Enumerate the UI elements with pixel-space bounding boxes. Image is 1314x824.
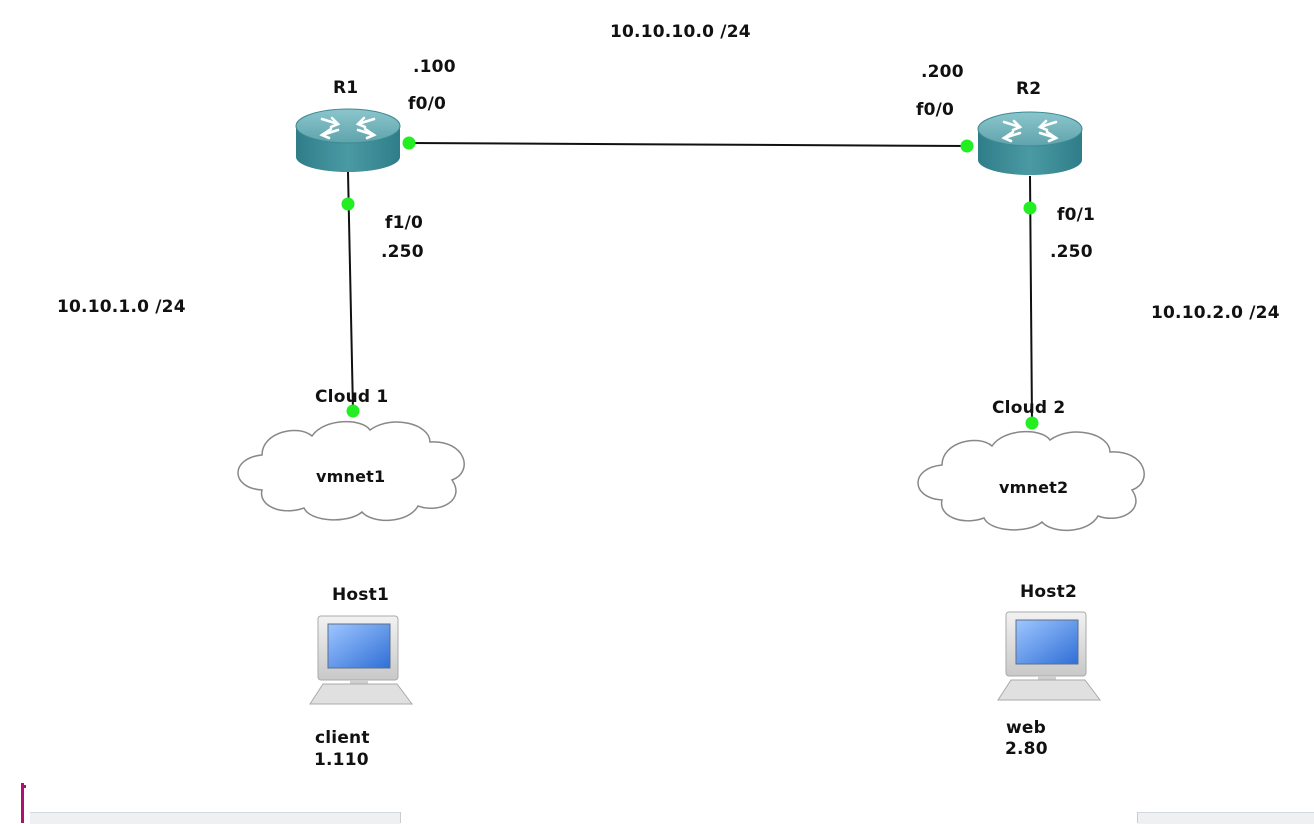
r1-bottom-iface: f1/0	[385, 213, 424, 233]
port-cloud2[interactable]	[1025, 416, 1039, 430]
cloud1-label: vmnet1	[316, 467, 386, 486]
r1-bottom-ip: .250	[381, 242, 424, 262]
right-network-label: 10.10.2.0 /24	[1151, 303, 1280, 323]
r1-top-iface: f0/0	[408, 94, 447, 114]
port-cloud1[interactable]	[346, 404, 360, 418]
port-r1-f0-0[interactable]	[402, 136, 416, 150]
host1-role: client	[315, 728, 370, 748]
link-r2-cloud2[interactable]	[1029, 175, 1033, 423]
router-arrows-icon	[319, 116, 377, 140]
link-r1-cloud1[interactable]	[347, 171, 354, 412]
host1-ip: 1.110	[314, 750, 369, 770]
left-network-label: 10.10.1.0 /24	[57, 297, 186, 317]
cloud2-name[interactable]: Cloud 2	[992, 398, 1066, 418]
r2-bottom-ip: .250	[1050, 242, 1093, 262]
r2-bottom-iface: f0/1	[1057, 205, 1096, 225]
host2-role: web	[1006, 718, 1047, 738]
bottom-panel-right	[1138, 812, 1314, 824]
port-r2-f0-0[interactable]	[960, 139, 974, 153]
bottom-panel-strip	[0, 812, 1314, 824]
r2-top-iface: f0/0	[916, 100, 955, 120]
bottom-panel-left	[30, 812, 400, 824]
r1-name[interactable]: R1	[333, 78, 359, 98]
cloud1-name[interactable]: Cloud 1	[315, 387, 389, 407]
cloud-1[interactable]	[237, 420, 465, 522]
port-r2-f0-1[interactable]	[1023, 201, 1037, 215]
port-r1-f1-0[interactable]	[341, 197, 355, 211]
host1-computer-icon[interactable]	[309, 615, 413, 705]
link-r1-r2[interactable]	[408, 142, 968, 147]
router-r1[interactable]	[295, 108, 401, 172]
cloud-2[interactable]	[917, 430, 1145, 532]
r2-top-ip: .200	[921, 62, 964, 82]
bottom-panel-divider	[1137, 812, 1138, 823]
router-arrows-icon	[1001, 119, 1059, 143]
host2-ip: 2.80	[1005, 739, 1048, 759]
r2-name[interactable]: R2	[1016, 79, 1042, 99]
bottom-panel-divider	[400, 812, 401, 823]
host1-name[interactable]: Host1	[332, 585, 389, 605]
cloud2-label: vmnet2	[999, 478, 1069, 497]
router-r2[interactable]	[977, 111, 1083, 175]
core-network-label: 10.10.10.0 /24	[610, 22, 751, 42]
resize-handle-icon[interactable]	[20, 783, 26, 823]
host2-name[interactable]: Host2	[1020, 582, 1077, 602]
r1-top-ip: .100	[413, 57, 456, 77]
host2-computer-icon[interactable]	[997, 611, 1101, 701]
